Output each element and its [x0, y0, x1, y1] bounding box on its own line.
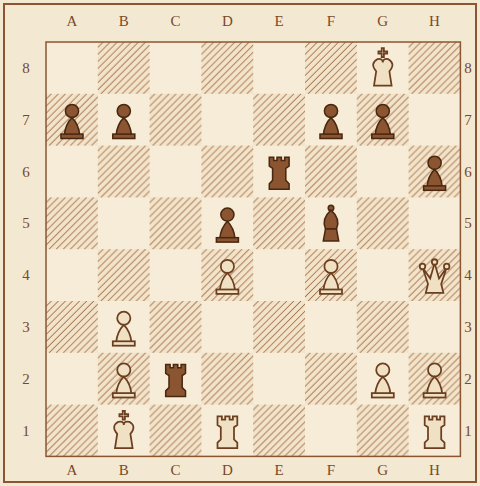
rank-number: 1 — [464, 423, 472, 438]
white-pawn — [216, 260, 238, 294]
white-pieces — [113, 48, 450, 448]
file-letter: B — [119, 463, 129, 478]
white-pawn — [113, 363, 135, 397]
frame — [4, 4, 476, 482]
white-pawn — [113, 312, 135, 346]
rank-number: 4 — [464, 268, 472, 283]
rank-number: 7 — [464, 112, 472, 127]
file-letter: G — [377, 463, 388, 478]
file-letter: A — [66, 463, 77, 478]
file-letter: F — [327, 463, 335, 478]
white-rook — [425, 416, 445, 448]
rank-number: 2 — [22, 371, 30, 386]
king-g8 — [373, 48, 392, 85]
file-letter: E — [275, 14, 284, 29]
black-pawn — [113, 104, 135, 138]
rank-number: 5 — [464, 216, 472, 231]
file-letter: D — [222, 463, 233, 478]
white-king — [114, 411, 133, 448]
file-letter: C — [170, 463, 180, 478]
file-letter: H — [429, 463, 440, 478]
file-letter: D — [222, 14, 233, 29]
black-pawn — [424, 156, 446, 190]
rank-number: 3 — [22, 319, 30, 334]
black-pawn — [372, 104, 394, 138]
rank-number: 8 — [464, 60, 472, 75]
rank-number: 3 — [464, 319, 472, 334]
rank-number: 6 — [464, 164, 472, 179]
file-letter: C — [170, 14, 180, 29]
black-rook — [166, 365, 186, 397]
rank-number: 7 — [22, 112, 30, 127]
file-letter: G — [377, 14, 388, 29]
file-letter: A — [66, 14, 77, 29]
file-letter: E — [275, 463, 284, 478]
rank-number: 6 — [22, 164, 30, 179]
file-letter: F — [327, 14, 335, 29]
black-bishop — [323, 205, 338, 241]
file-letter: B — [119, 14, 129, 29]
black-pawn — [320, 104, 342, 138]
rank-number: 8 — [22, 60, 30, 75]
white-queen — [420, 259, 450, 293]
rank-number: 1 — [22, 423, 30, 438]
white-pawn — [320, 260, 342, 294]
white-pawn — [424, 363, 446, 397]
board-squares — [46, 42, 460, 456]
white-pawn — [372, 363, 394, 397]
file-letter: H — [429, 14, 440, 29]
rank-number: 5 — [22, 216, 30, 231]
rank-number: 2 — [464, 371, 472, 386]
black-pawn — [216, 208, 238, 242]
white-rook — [218, 416, 238, 448]
rank-number: 4 — [22, 268, 30, 283]
black-rook — [269, 157, 289, 189]
black-pawn — [61, 104, 83, 138]
black-pieces — [61, 104, 446, 396]
